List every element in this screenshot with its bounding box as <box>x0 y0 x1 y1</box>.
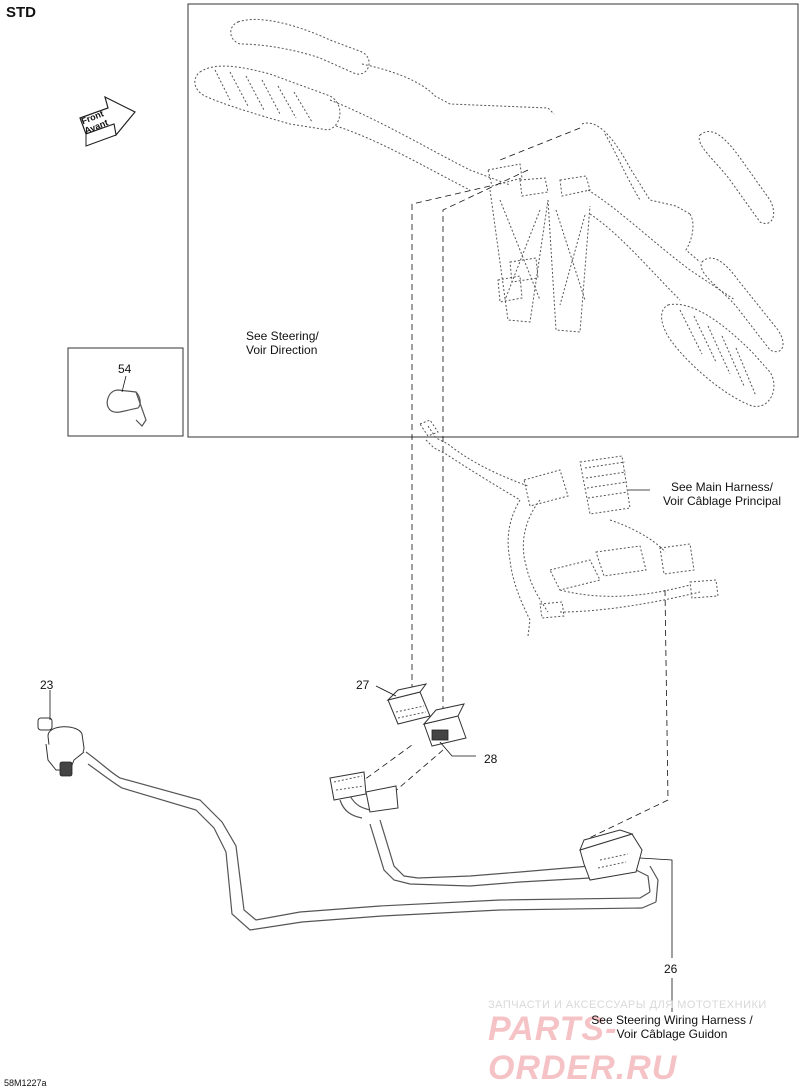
note-see-steering-wiring: See Steering Wiring Harness / Voir Câbla… <box>591 1013 753 1041</box>
callout-27: 27 <box>356 678 370 692</box>
part-28-connector <box>422 703 467 747</box>
steering-frame <box>187 3 799 438</box>
callout-54: 54 <box>118 362 132 376</box>
watermark-brand: PARTS-ORDER.RU <box>488 1010 678 1087</box>
handlebar-phantom <box>194 18 784 407</box>
part-27-connector <box>386 683 431 725</box>
callout-26: 26 <box>664 962 678 976</box>
inset-frame-54 <box>67 347 184 437</box>
part-54-clip <box>106 375 147 427</box>
callout-23: 23 <box>40 678 54 692</box>
page-title: STD <box>6 4 36 21</box>
main-harness-phantom <box>419 419 719 637</box>
part-26-harness <box>85 751 659 931</box>
callout-28: 28 <box>484 752 498 766</box>
front-arrow-icon <box>79 95 136 147</box>
note-see-steering: See Steering/ Voir Direction <box>246 329 319 357</box>
watermark-tagline: ЗАПЧАСТИ И АКСЕССУАРЫ ДЛЯ МОТОТЕХНИКИ <box>488 999 767 1011</box>
figure-code: 58M1227a <box>4 1078 47 1088</box>
part-23-switch <box>37 717 85 777</box>
note-see-main-harness: See Main Harness/ Voir Câblage Principal <box>662 480 782 508</box>
